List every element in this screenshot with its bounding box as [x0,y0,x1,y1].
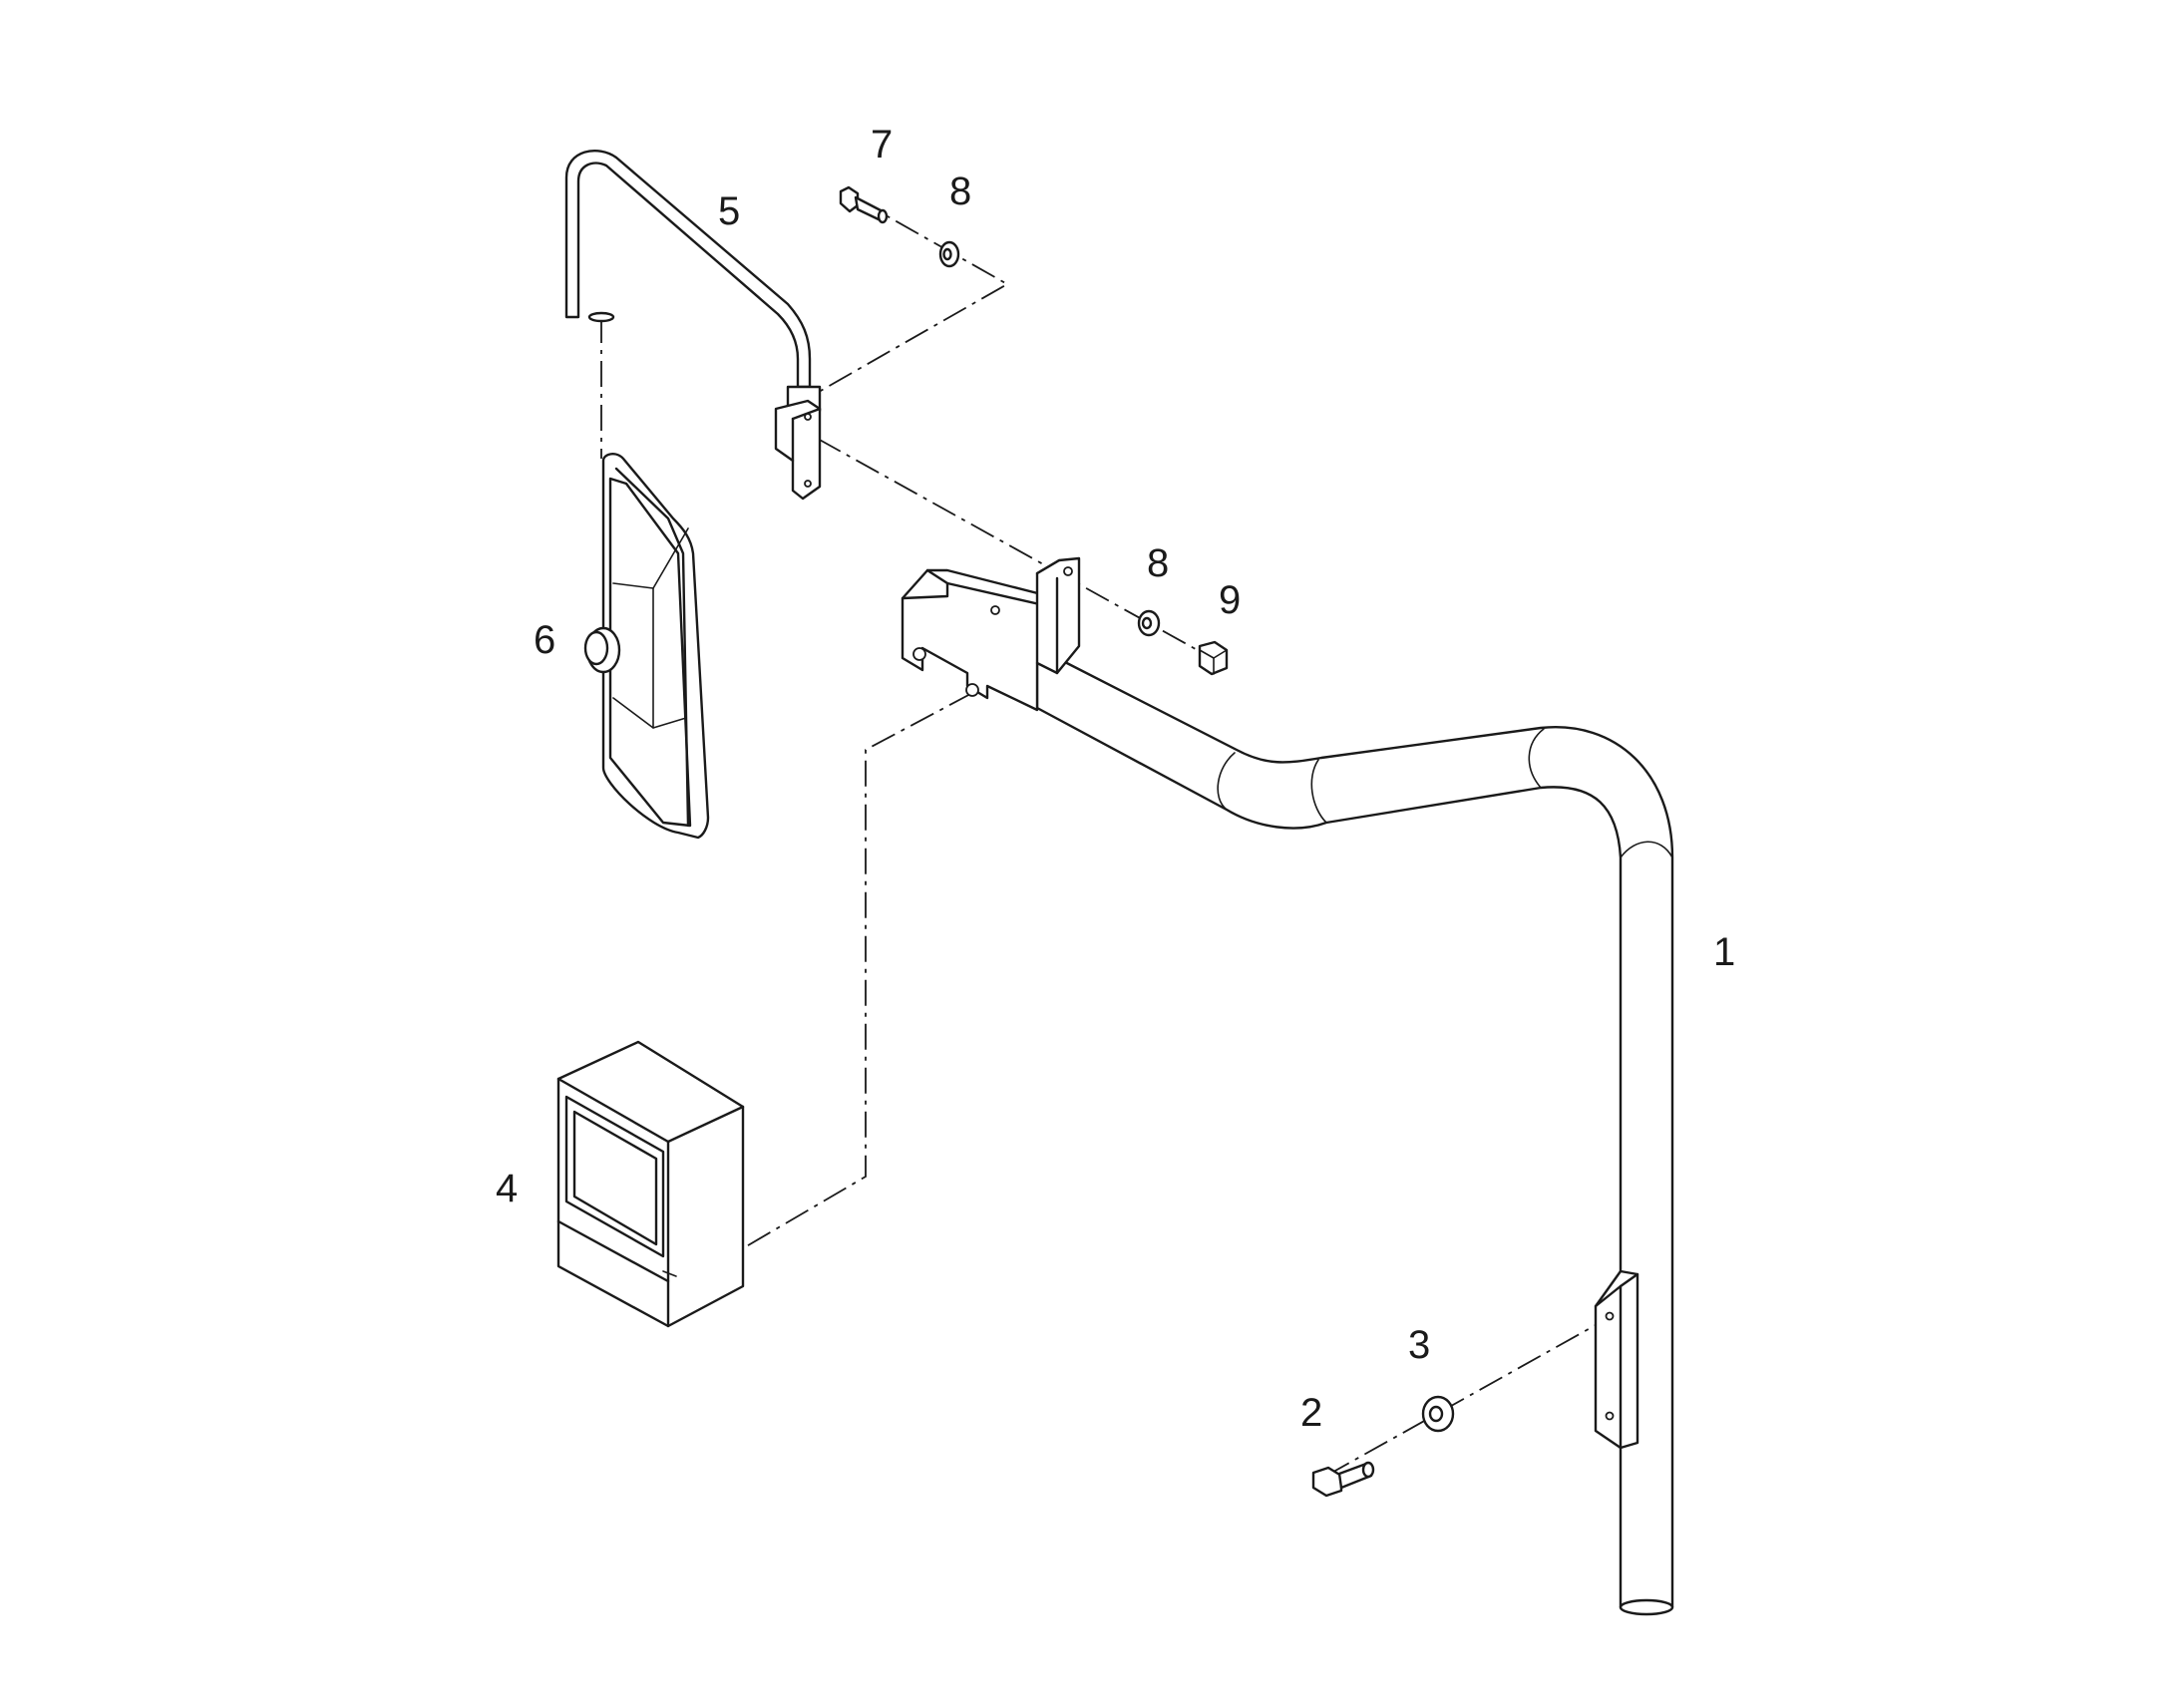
bracket-hole [990,605,1000,615]
plate-hole [1605,1311,1615,1321]
tube-end [1619,1598,1674,1616]
arm-bracket-hole [804,413,812,421]
leader-bolt2-to-tube-plate [1325,1315,1613,1477]
mirror-arm-icon [564,150,822,501]
bent-tube-mount-icon [901,556,1674,1616]
washer-icon [1421,1395,1455,1433]
hex-nut-icon [1198,640,1229,676]
callout-4: 4 [496,1167,518,1210]
callout-labels: 1 2 3 4 5 6 7 8 8 9 [496,123,1735,1435]
callout-8-lower: 8 [1147,541,1169,585]
bracket-hole [965,683,979,697]
plate-hole [1605,1411,1615,1421]
leader-bracket-to-box-mirror [742,692,973,1249]
hex-bolt-icon [1311,1461,1375,1498]
callout-6: 6 [534,618,555,662]
assembly-leader-lines [600,198,1613,1477]
callout-5: 5 [718,189,740,233]
mirror-icon [583,453,710,840]
box-mirror-icon [556,1040,745,1328]
callout-8-top: 8 [949,170,971,213]
washer-icon [1137,609,1161,637]
leader-bolt7-to-arm-bracket [797,198,1009,405]
arm-bracket-icon [774,399,822,501]
callout-9: 9 [1219,578,1241,622]
callout-1: 1 [1713,930,1735,974]
callout-2: 2 [1300,1391,1322,1435]
bracket-hole [1063,566,1073,576]
hex-bolt-icon [839,185,889,224]
washer-icon [938,240,960,268]
callout-3: 3 [1408,1323,1430,1367]
callout-7: 7 [871,123,893,167]
tube-bracket-icon [901,568,1059,712]
tube-plate-icon [1594,1269,1639,1450]
bracket-hole [912,647,926,661]
arm-bracket-hole [804,480,812,488]
